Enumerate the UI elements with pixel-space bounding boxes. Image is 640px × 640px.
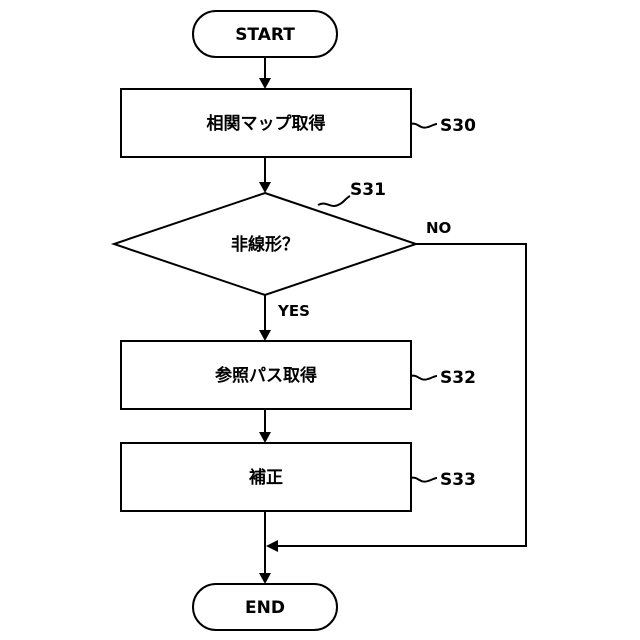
start-terminal: START	[193, 11, 337, 57]
step-label-s33: S33	[411, 470, 476, 490]
process-s33-label: 補正	[248, 467, 283, 488]
end-label: END	[245, 598, 285, 618]
arrow-s30-to-s31	[259, 157, 271, 193]
start-label: START	[235, 25, 295, 45]
step-label-s30: S30	[411, 116, 476, 136]
end-terminal: END	[193, 584, 337, 630]
step-id-s32: S32	[440, 368, 476, 388]
process-box-s33: 補正	[121, 443, 411, 511]
decision-diamond-s31: 非線形？	[114, 193, 416, 295]
process-box-s30: 相関マップ取得	[121, 89, 411, 157]
arrow-start-to-s30	[259, 57, 271, 89]
process-box-s32: 参照パス取得	[121, 341, 411, 409]
decision-s31-label: 非線形？	[231, 234, 299, 255]
step-id-s30: S30	[440, 116, 476, 136]
yes-branch-label: YES	[277, 302, 310, 320]
step-id-s31: S31	[350, 180, 386, 200]
arrow-s32-to-s33	[259, 409, 271, 443]
arrow-s31-to-s32: YES	[259, 295, 310, 341]
step-id-s33: S33	[440, 470, 476, 490]
process-s32-label: 参照パス取得	[215, 365, 317, 386]
step-label-s32: S32	[411, 368, 476, 388]
process-s30-label: 相関マップ取得	[207, 113, 326, 134]
no-branch-label: NO	[426, 219, 451, 237]
step-label-s31: S31	[318, 180, 386, 206]
